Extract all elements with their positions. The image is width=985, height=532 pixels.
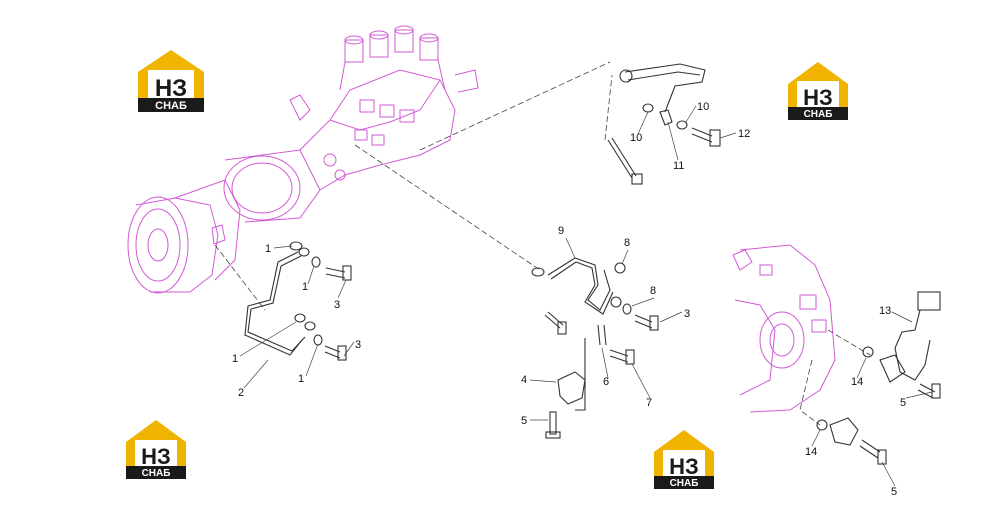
logo-letters: НЗ [141, 444, 171, 469]
callout-1d: 1 [298, 373, 304, 385]
callout-5a: 5 [521, 415, 527, 427]
watermark-logo-3: НЗ СНАБ [126, 420, 186, 479]
logo-caption: СНАБ [804, 109, 833, 120]
callout-13: 13 [879, 305, 891, 317]
callout-11: 11 [673, 160, 684, 172]
callout-8a: 8 [624, 237, 630, 249]
callout-7: 7 [646, 397, 652, 409]
injection-pump-drawing [127, 25, 479, 294]
pipe-assembly-left [244, 241, 352, 361]
watermark-logo-2: НЗ СНАБ [788, 62, 848, 120]
logo-letters: НЗ [669, 454, 699, 479]
callout-8b: 8 [650, 285, 656, 297]
callout-9: 9 [558, 225, 564, 237]
callout-12: 12 [738, 128, 750, 140]
callout-4: 4 [521, 374, 527, 386]
pipe-assembly-middle [531, 257, 659, 439]
callout-1c: 1 [232, 353, 238, 365]
callout-2: 2 [238, 387, 244, 399]
reference-lines [214, 61, 871, 426]
callout-10b: 10 [630, 132, 642, 144]
logo-caption: СНАБ [670, 478, 699, 489]
engine-block-drawing [732, 244, 836, 413]
callout-3b: 3 [355, 339, 361, 351]
callout-14a: 14 [851, 376, 863, 388]
callout-10a: 10 [697, 101, 709, 113]
injector-assembly [607, 63, 721, 185]
logo-letters: НЗ [155, 75, 187, 102]
callout-1b: 1 [302, 281, 308, 293]
logo-caption: СНАБ [142, 468, 171, 479]
logo-caption: СНАБ [155, 100, 187, 112]
callout-6: 6 [603, 376, 609, 388]
logo-letters: НЗ [803, 85, 833, 110]
callout-14b: 14 [805, 446, 817, 458]
callout-leaders [239, 105, 933, 487]
callout-3c: 3 [684, 308, 690, 320]
callout-5b: 5 [900, 397, 906, 409]
callout-labels: 1 1 1 1 2 3 3 9 8 8 3 4 5 6 7 10 10 11 1… [232, 101, 906, 498]
watermark-logo-4: НЗ СНАБ [654, 430, 714, 489]
watermark-logo-1: НЗ СНАБ [138, 50, 204, 112]
callout-3a: 3 [334, 299, 340, 311]
callout-1a: 1 [265, 243, 271, 255]
elbow-fitting-assembly [816, 291, 941, 465]
callout-5c: 5 [891, 486, 897, 498]
